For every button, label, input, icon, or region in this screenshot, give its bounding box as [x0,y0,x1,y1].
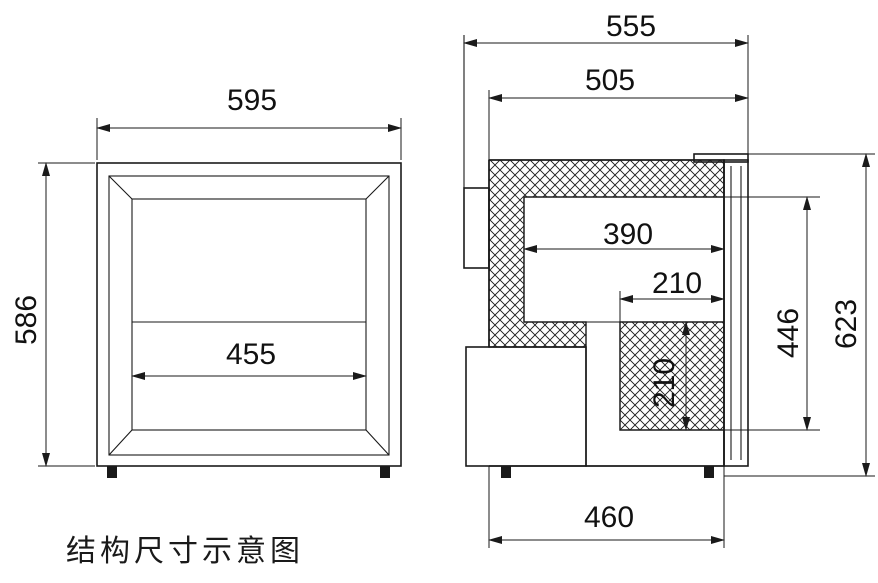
side-foot-rear [501,466,511,478]
dim-label-460: 460 [584,501,634,534]
dim-label-455: 455 [226,338,276,371]
dim-label-390: 390 [603,218,653,251]
dim-label-555: 555 [606,10,656,43]
front-frame-outer [108,175,390,456]
dim-label-446: 446 [772,308,805,358]
front-cabinet-outline [96,162,402,467]
compressor-box [465,346,587,467]
front-frame-bevels [108,175,390,456]
door-outline [723,159,749,467]
dim-label-595: 595 [227,84,277,117]
dim-label-586: 586 [10,295,43,345]
rear-bracket [463,187,490,269]
dim-label-623: 623 [830,299,863,349]
front-foot-right [380,466,390,478]
dim-label-210-h: 210 [652,267,702,300]
door-hinge-top [693,153,749,163]
side-foot-front [704,466,714,478]
front-foot-left [107,466,117,478]
dim-label-210-v: 210 [648,358,681,408]
front-glass-panel [131,198,367,431]
dim-label-505: 505 [585,64,635,97]
inner-cavity-outline [523,196,724,431]
side-view: 555 505 390 210 210 446 623 460 [463,10,875,548]
front-view: 595 586 455 [10,84,402,478]
drawing-caption: 结构尺寸示意图 [66,534,304,569]
